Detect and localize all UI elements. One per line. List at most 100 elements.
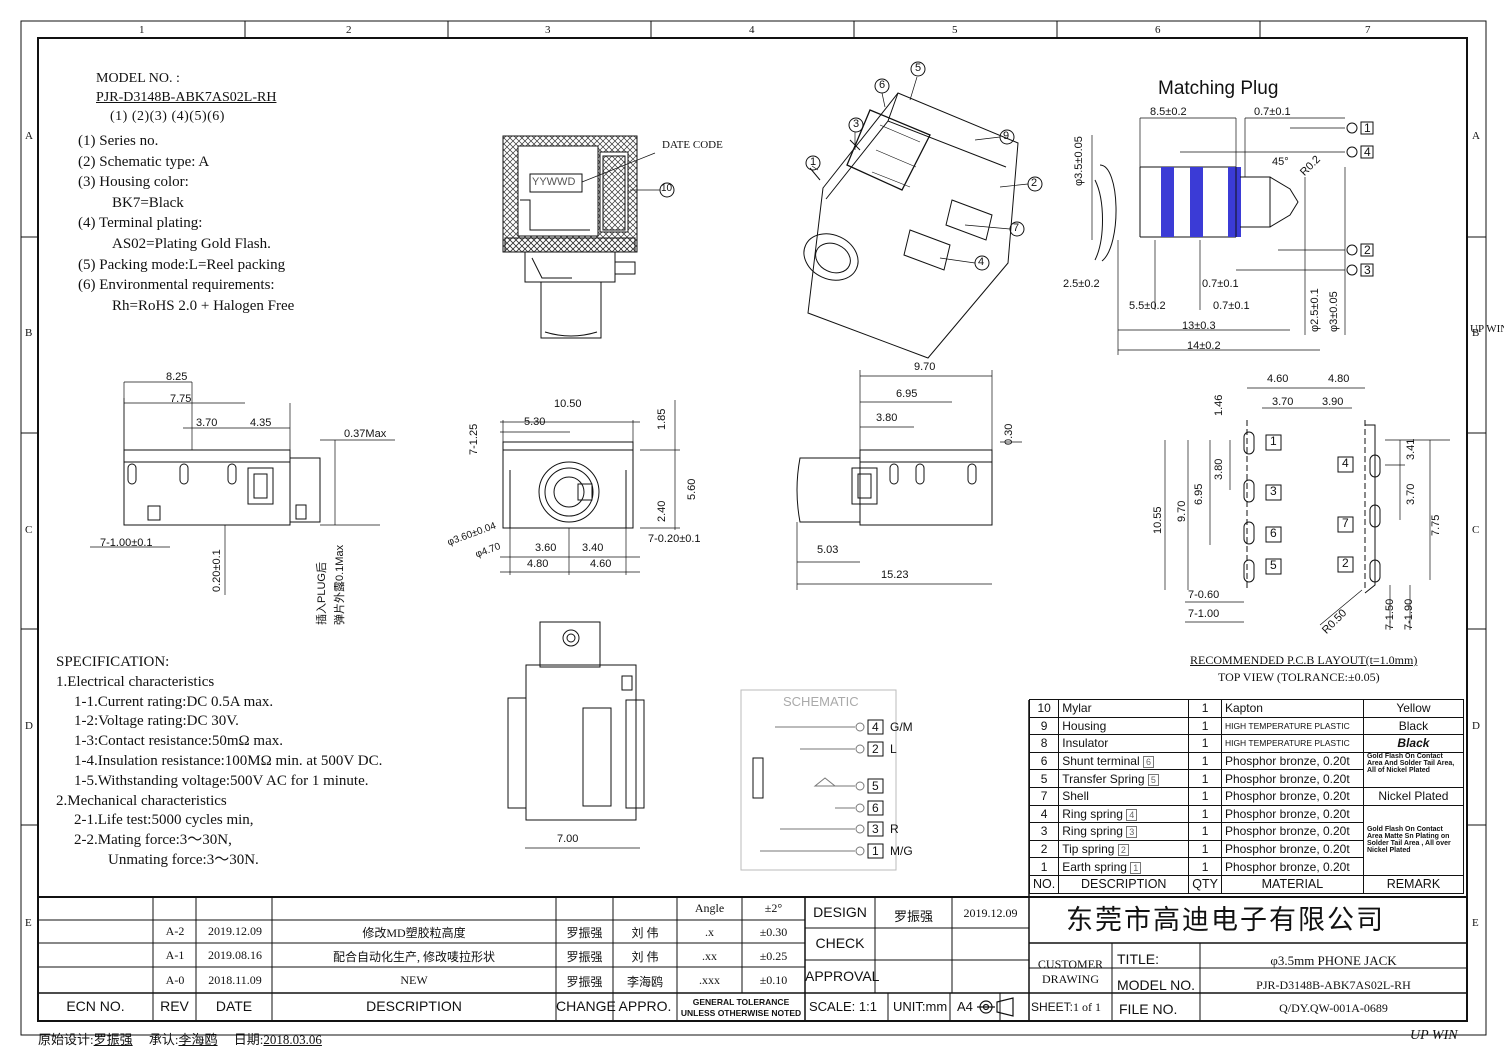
sheet-label: SHEET:1 of 1 xyxy=(1031,1000,1101,1015)
rev-desc: 配合自动化生产, 修改唛拉形状 xyxy=(332,950,495,964)
pcb-layout-drawing xyxy=(1164,387,1450,630)
plug-note-2: 弹片外露0.1Max xyxy=(334,544,346,625)
dimension-label: 4.80 xyxy=(1328,373,1350,385)
grid-col: 6 xyxy=(1155,24,1161,36)
dimension-label: 0.7±0.1 xyxy=(1254,106,1291,118)
dimension-label: 2.40 xyxy=(656,500,668,522)
dimension-label: 8.5±0.2 xyxy=(1150,106,1187,118)
bom-header-desc: DESCRIPTION xyxy=(1058,874,1190,894)
paper-size: A4 xyxy=(957,999,973,1014)
bom-no: 6 xyxy=(1028,751,1060,771)
approver-name: 李海鸥 xyxy=(178,1032,218,1047)
bom-no: 8 xyxy=(1028,734,1060,753)
projection-symbol xyxy=(977,997,1014,1017)
bom-tag: 3 xyxy=(1126,826,1138,839)
scale-label-text: SCALE: xyxy=(809,999,856,1014)
grid-col: 5 xyxy=(952,24,958,36)
bom-desc-text: Ring spring xyxy=(1062,806,1123,821)
rear-view xyxy=(796,370,1022,590)
bom-qty: 1 xyxy=(1188,786,1222,806)
bom-desc-text: Transfer Spring xyxy=(1062,771,1145,786)
sheet-frame xyxy=(20,20,1487,1036)
grid-row: E xyxy=(25,917,32,929)
bom-material: Phosphor bronze, 0.20t xyxy=(1220,839,1364,859)
bom-header-no: NO. xyxy=(1028,874,1060,894)
legend-line: (1) Series no. xyxy=(78,133,159,149)
bom-header-remark: REMARK xyxy=(1362,874,1464,894)
dimension-label: 8.25 xyxy=(166,371,188,383)
spec-line: 1-4.Insulation resistance:100MΩ min. at … xyxy=(74,752,383,769)
bom-tag: 5 xyxy=(1147,773,1159,786)
rev-appro: 刘 伟 xyxy=(631,926,659,940)
bom-table: 10 Mylar 1 Kapton Yellow 9 Housing 1 HIG… xyxy=(1028,699,1464,894)
schematic-title: SCHEMATIC xyxy=(783,694,859,709)
schematic-pin-num: 6 xyxy=(872,801,879,815)
rev-code: A-1 xyxy=(165,948,185,962)
legend-line: BK7=Black xyxy=(112,194,184,211)
model-legend: (1) Series no. (2) Schematic type: A (3)… xyxy=(78,131,294,316)
schematic-pin-label: L xyxy=(890,742,897,756)
bom-qty: 1 xyxy=(1188,769,1222,788)
spec-line: 1-1.Current rating:DC 0.5A max. xyxy=(74,693,274,710)
bom-no: 10 xyxy=(1028,699,1060,718)
schematic-diagram xyxy=(740,689,897,871)
rev-code: A-0 xyxy=(165,973,185,987)
bom-no: 9 xyxy=(1028,716,1060,736)
dimension-label: 5.03 xyxy=(817,544,839,556)
dimension-label: 6.95 xyxy=(896,388,918,400)
designer-name: 罗振强 xyxy=(93,1032,133,1047)
dimension-label: 7-1.50 xyxy=(1384,598,1396,630)
angle-label: Angle xyxy=(694,901,725,915)
dimension-label: 0.7±0.1 xyxy=(1213,300,1250,312)
footer-signoff: 原始设计:罗振强 承认:李海鸥 日期:2018.03.06 xyxy=(38,1029,322,1048)
file-label: FILE NO. xyxy=(1119,1001,1178,1017)
tol-value: ±0.25 xyxy=(759,949,788,963)
date-code-label: DATE CODE xyxy=(662,139,723,151)
schematic-pin-num: 4 xyxy=(872,720,879,734)
plug-note-1: 插入PLUG后 xyxy=(316,562,328,625)
dimension-label: 13±0.3 xyxy=(1182,320,1216,332)
customer-label: CUSTOMER xyxy=(1037,957,1104,971)
rev-appro: 李海鸥 xyxy=(626,975,663,989)
bom-material: HIGH TEMPERATURE PLASTIC xyxy=(1220,734,1364,753)
model-index-marks: (1) (2)(3) (4)(5)(6) xyxy=(110,109,225,124)
dimension-label: 3.80 xyxy=(1213,458,1225,480)
callout-number: 5 xyxy=(915,62,922,74)
callout-number: 3 xyxy=(853,118,860,130)
design-label: DESIGN xyxy=(813,904,867,920)
dimension-label: 3.80 xyxy=(876,412,898,424)
dimension-label: 7-0.20±0.1 xyxy=(648,533,701,545)
bom-desc: Transfer Spring 5 xyxy=(1058,769,1190,788)
grid-row: A xyxy=(25,130,33,142)
table-row: 4 Ring spring 4 1 Phosphor bronze, 0.20t… xyxy=(1028,804,1464,876)
dimension-label: 15.23 xyxy=(881,569,909,581)
pcb-pin: 3 xyxy=(1270,484,1277,498)
grid-col: 2 xyxy=(346,24,352,36)
dimension-label: 7-1.25 xyxy=(468,423,480,455)
bom-qty: 1 xyxy=(1188,734,1222,753)
bom-desc: Shell xyxy=(1058,786,1190,806)
schematic-pin-num: 3 xyxy=(872,822,879,836)
bom-remark: Black xyxy=(1362,716,1464,736)
table-row: 9 Housing 1 HIGH TEMPERATURE PLASTIC Bla… xyxy=(1028,716,1464,736)
dimension-label: 3.70 xyxy=(1405,483,1417,505)
general-tolerance-note: UNLESS OTHERWISE NOTED xyxy=(680,1008,802,1018)
rev-change: 罗振强 xyxy=(566,926,603,940)
sheet-label-text: SHEET: xyxy=(1031,1000,1074,1014)
callout-number: 7 xyxy=(1013,222,1020,234)
grid-row: D xyxy=(1472,720,1480,732)
bom-remark: Black xyxy=(1362,734,1464,753)
bom-material: Phosphor bronze, 0.20t xyxy=(1220,804,1364,824)
dimension-label: 3.41 xyxy=(1405,438,1417,460)
bom-qty: 1 xyxy=(1188,716,1222,736)
bom-desc: Shunt terminal 6 xyxy=(1058,751,1190,771)
dimension-label: 3.40 xyxy=(582,542,604,554)
general-tolerance: GENERAL TOLERANCE xyxy=(692,997,790,1007)
table-row: 7 Shell 1 Phosphor bronze, 0.20t Nickel … xyxy=(1028,786,1464,806)
dimension-label: 1.85 xyxy=(656,408,668,430)
header-date: DATE xyxy=(215,998,253,1014)
bom-desc-text: Shunt terminal xyxy=(1062,754,1140,769)
grid-row: D xyxy=(25,720,33,732)
dimension-label: 4.35 xyxy=(250,417,272,429)
header-rev: REV xyxy=(160,998,189,1014)
